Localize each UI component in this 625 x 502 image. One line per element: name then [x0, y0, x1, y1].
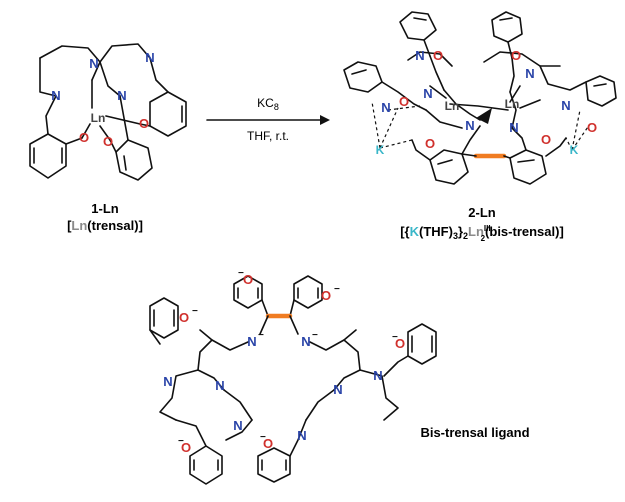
n-amide-right: N — [509, 120, 518, 135]
metal-left: Ln — [445, 99, 460, 113]
n-top-right: N — [525, 66, 534, 81]
metal-right: Ln — [505, 97, 520, 111]
ligand-label: Bis-trensal ligand — [420, 425, 529, 440]
o-top-left: O — [433, 48, 443, 63]
k-left: K — [376, 143, 385, 157]
lig-o-2: O — [321, 288, 331, 303]
lig-o-4: O — [395, 336, 405, 351]
conditions-label: THF, r.t. — [247, 129, 289, 143]
metal-center: Ln — [91, 111, 106, 125]
lig-n-amide-left: N — [247, 334, 256, 349]
lig-charge-1: − — [238, 268, 244, 279]
n-amide-left: N — [465, 118, 474, 133]
lig-o-6: O — [263, 436, 273, 451]
compound-1-formula: [Ln(trensal)] — [67, 218, 143, 233]
n-left: N — [381, 100, 390, 115]
n-amine: N — [89, 56, 98, 71]
compound-1-structure: N N N N O O O Ln — [29, 43, 187, 181]
n-imine-bottom: N — [117, 88, 126, 103]
compound-2-number: 2-Ln — [468, 205, 496, 220]
lig-charge-2: − — [334, 284, 340, 295]
o-bottom-right: O — [541, 132, 551, 147]
reagent-label: KC8 — [257, 96, 279, 112]
o-bottom-left: O — [425, 136, 435, 151]
o-left: O — [399, 94, 409, 109]
bis-trensal-ligand-structure: O − O − O − O − O − O − N − N − N N N N … — [149, 268, 437, 485]
o-right: O — [587, 120, 597, 135]
lig-n-amine-left: N — [215, 378, 224, 393]
o-top-right: O — [511, 48, 521, 63]
lig-charge-5: − — [178, 436, 184, 447]
o-right: O — [139, 116, 149, 131]
n-imine-right: N — [145, 50, 154, 65]
n-top-left: N — [415, 48, 424, 63]
lig-o-1: O — [243, 272, 253, 287]
n-mid-left: N — [423, 86, 432, 101]
reaction-arrow — [206, 115, 330, 125]
n-imine-left: N — [51, 88, 60, 103]
lig-charge-3: − — [192, 306, 198, 317]
lig-charge-n-right: − — [312, 330, 318, 341]
lig-n-amide-right: N — [301, 334, 310, 349]
lig-charge-4: − — [392, 332, 398, 343]
lig-n-imine-3: N — [233, 418, 242, 433]
lig-n-imine-2: N — [373, 368, 382, 383]
lig-n-imine-4: N — [297, 428, 306, 443]
n-right: N — [561, 98, 570, 113]
o-left: O — [79, 130, 89, 145]
compound-2-structure: Ln Ln N N N N N N N O O O O O O K K — [343, 11, 617, 185]
lig-charge-n-left: − — [258, 330, 264, 341]
lig-o-5: O — [181, 440, 191, 455]
compound-1-number: 1-Ln — [91, 201, 119, 216]
o-bottom: O — [103, 134, 113, 149]
lig-n-amine-right: N — [333, 382, 342, 397]
lig-o-3: O — [179, 310, 189, 325]
k-right: K — [570, 143, 579, 157]
lig-n-imine-1: N — [163, 374, 172, 389]
lig-charge-6: − — [260, 432, 266, 443]
